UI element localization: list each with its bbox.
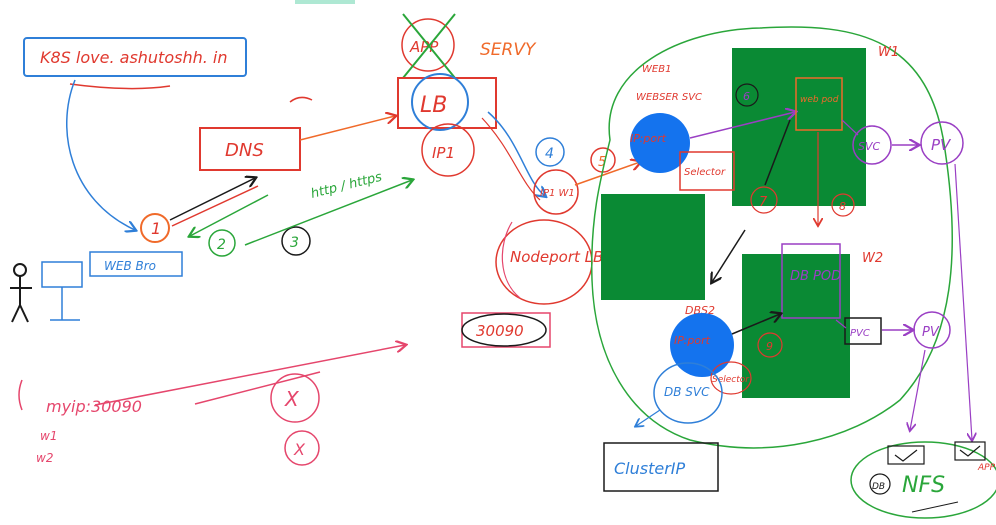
svg-text:APP: APP <box>977 463 996 473</box>
svg-text:4: 4 <box>545 146 554 162</box>
svg-text:Nodeport LB: Nodeport LB <box>510 248 603 266</box>
user-figure-icon <box>10 263 32 323</box>
clusterip-box: ClusterIP <box>603 442 719 492</box>
step-2-badge: 2 <box>208 229 236 257</box>
svg-text:5: 5 <box>598 155 606 170</box>
svg-text:w1: w1 <box>40 429 57 443</box>
port-30090-box: 30090 <box>461 312 551 348</box>
svg-text:6: 6 <box>743 90 750 103</box>
url-to-browser-arrow <box>66 79 135 230</box>
worker-block-middle <box>601 194 705 300</box>
db-pod-box: DB POD <box>781 243 841 319</box>
url-box: K8S love. ashutoshh. in <box>23 37 247 90</box>
svg-text:IP:port: IP:port <box>674 334 711 347</box>
app-crossed: APP <box>401 13 456 79</box>
browser-to-dns-arrow <box>169 178 255 221</box>
web-browser-label: WEB Bro <box>104 259 156 273</box>
laptop-icon <box>41 261 83 321</box>
worker-block-w1 <box>732 48 866 206</box>
svg-text:30090: 30090 <box>476 322 524 340</box>
svg-text:PV: PV <box>922 325 940 340</box>
svg-text:IP:port: IP:port <box>630 132 667 145</box>
service-label: SERVY <box>480 40 537 60</box>
svg-text:w2: w2 <box>36 451 53 465</box>
http-arrow <box>244 180 412 246</box>
svg-text:8: 8 <box>839 200 846 213</box>
dns-label: DNS <box>225 140 264 161</box>
url-text: K8S love. ashutoshh. in <box>40 48 228 67</box>
svg-text:3: 3 <box>290 235 299 251</box>
nfs-storage: NFS DB APP <box>850 441 996 519</box>
x-circle-2: X <box>284 430 320 466</box>
svg-text:DB: DB <box>872 482 885 492</box>
db-selector-box: Selector <box>710 361 752 395</box>
top-bar <box>295 0 355 4</box>
pv-node-bottom: PV <box>913 311 951 349</box>
step-6-badge: 6 <box>735 83 759 107</box>
svg-text:SVC: SVC <box>858 140 881 153</box>
lb-box: LB IP1 <box>397 73 497 177</box>
ip-w1-node: IP1 W1 <box>533 169 579 215</box>
svg-text:7: 7 <box>759 195 768 210</box>
note-to-nodeport-arrow <box>94 345 405 406</box>
http-label: http / https <box>309 170 383 202</box>
pvc-box: PVC <box>844 317 882 345</box>
svg-text:X: X <box>293 440 306 459</box>
svg-text:ClusterIP: ClusterIP <box>614 459 686 478</box>
svg-text:2: 2 <box>217 237 226 253</box>
nodeport-lb-node: Nodeport LB <box>495 219 603 305</box>
svg-text:X: X <box>284 387 300 411</box>
svg-text:NFS: NFS <box>902 473 945 498</box>
svg-text:Selector: Selector <box>712 375 750 385</box>
step-3-badge: 3 <box>281 226 311 256</box>
db-service-ip-node: IP:port <box>670 313 734 377</box>
web-svc-label: WEBSER SVC <box>636 92 702 103</box>
svg-text:9: 9 <box>766 340 773 353</box>
web-pod-box: web pod <box>795 77 843 131</box>
web-label: WEB1 <box>642 64 671 75</box>
web-service-ip-node: IP:port <box>630 113 690 173</box>
step-7-badge: 7 <box>750 186 778 214</box>
web-selector-box: Selector <box>679 151 735 191</box>
svg-text:myip:30090: myip:30090 <box>46 397 142 416</box>
svg-text:IP1 W1: IP1 W1 <box>540 188 575 199</box>
svg-text:Selector: Selector <box>684 167 726 178</box>
db-svc-node: DB SVC <box>653 362 723 424</box>
dns-to-lb-arrow <box>299 116 395 141</box>
svg-text:DB SVC: DB SVC <box>664 385 710 399</box>
url-note: myip:30090 w1 w2 <box>18 379 142 465</box>
web-browser-box: WEB Bro <box>89 251 183 277</box>
lb-label: LB <box>420 93 447 118</box>
dns-box: DNS <box>199 96 313 171</box>
step-4-badge: 4 <box>535 137 565 167</box>
step-8-badge: 8 <box>831 193 855 217</box>
svg-text:1: 1 <box>151 219 161 238</box>
web-svc-node: SVC <box>852 125 892 165</box>
step-1-badge: 1 <box>140 213 170 243</box>
ip1-label: IP1 <box>432 144 455 162</box>
step-9-badge: 9 <box>757 332 783 358</box>
svg-text:PVC: PVC <box>850 328 870 339</box>
x-circle-1: X <box>270 373 320 423</box>
svg-text:DB POD: DB POD <box>790 269 841 284</box>
svg-text:web pod: web pod <box>800 95 839 105</box>
w2-label: W2 <box>862 251 883 266</box>
worker-block-w2 <box>742 254 850 398</box>
svg-text:PV: PV <box>931 136 952 154</box>
w1-label: W1 <box>878 45 899 60</box>
pv-node-top: PV <box>920 121 964 165</box>
